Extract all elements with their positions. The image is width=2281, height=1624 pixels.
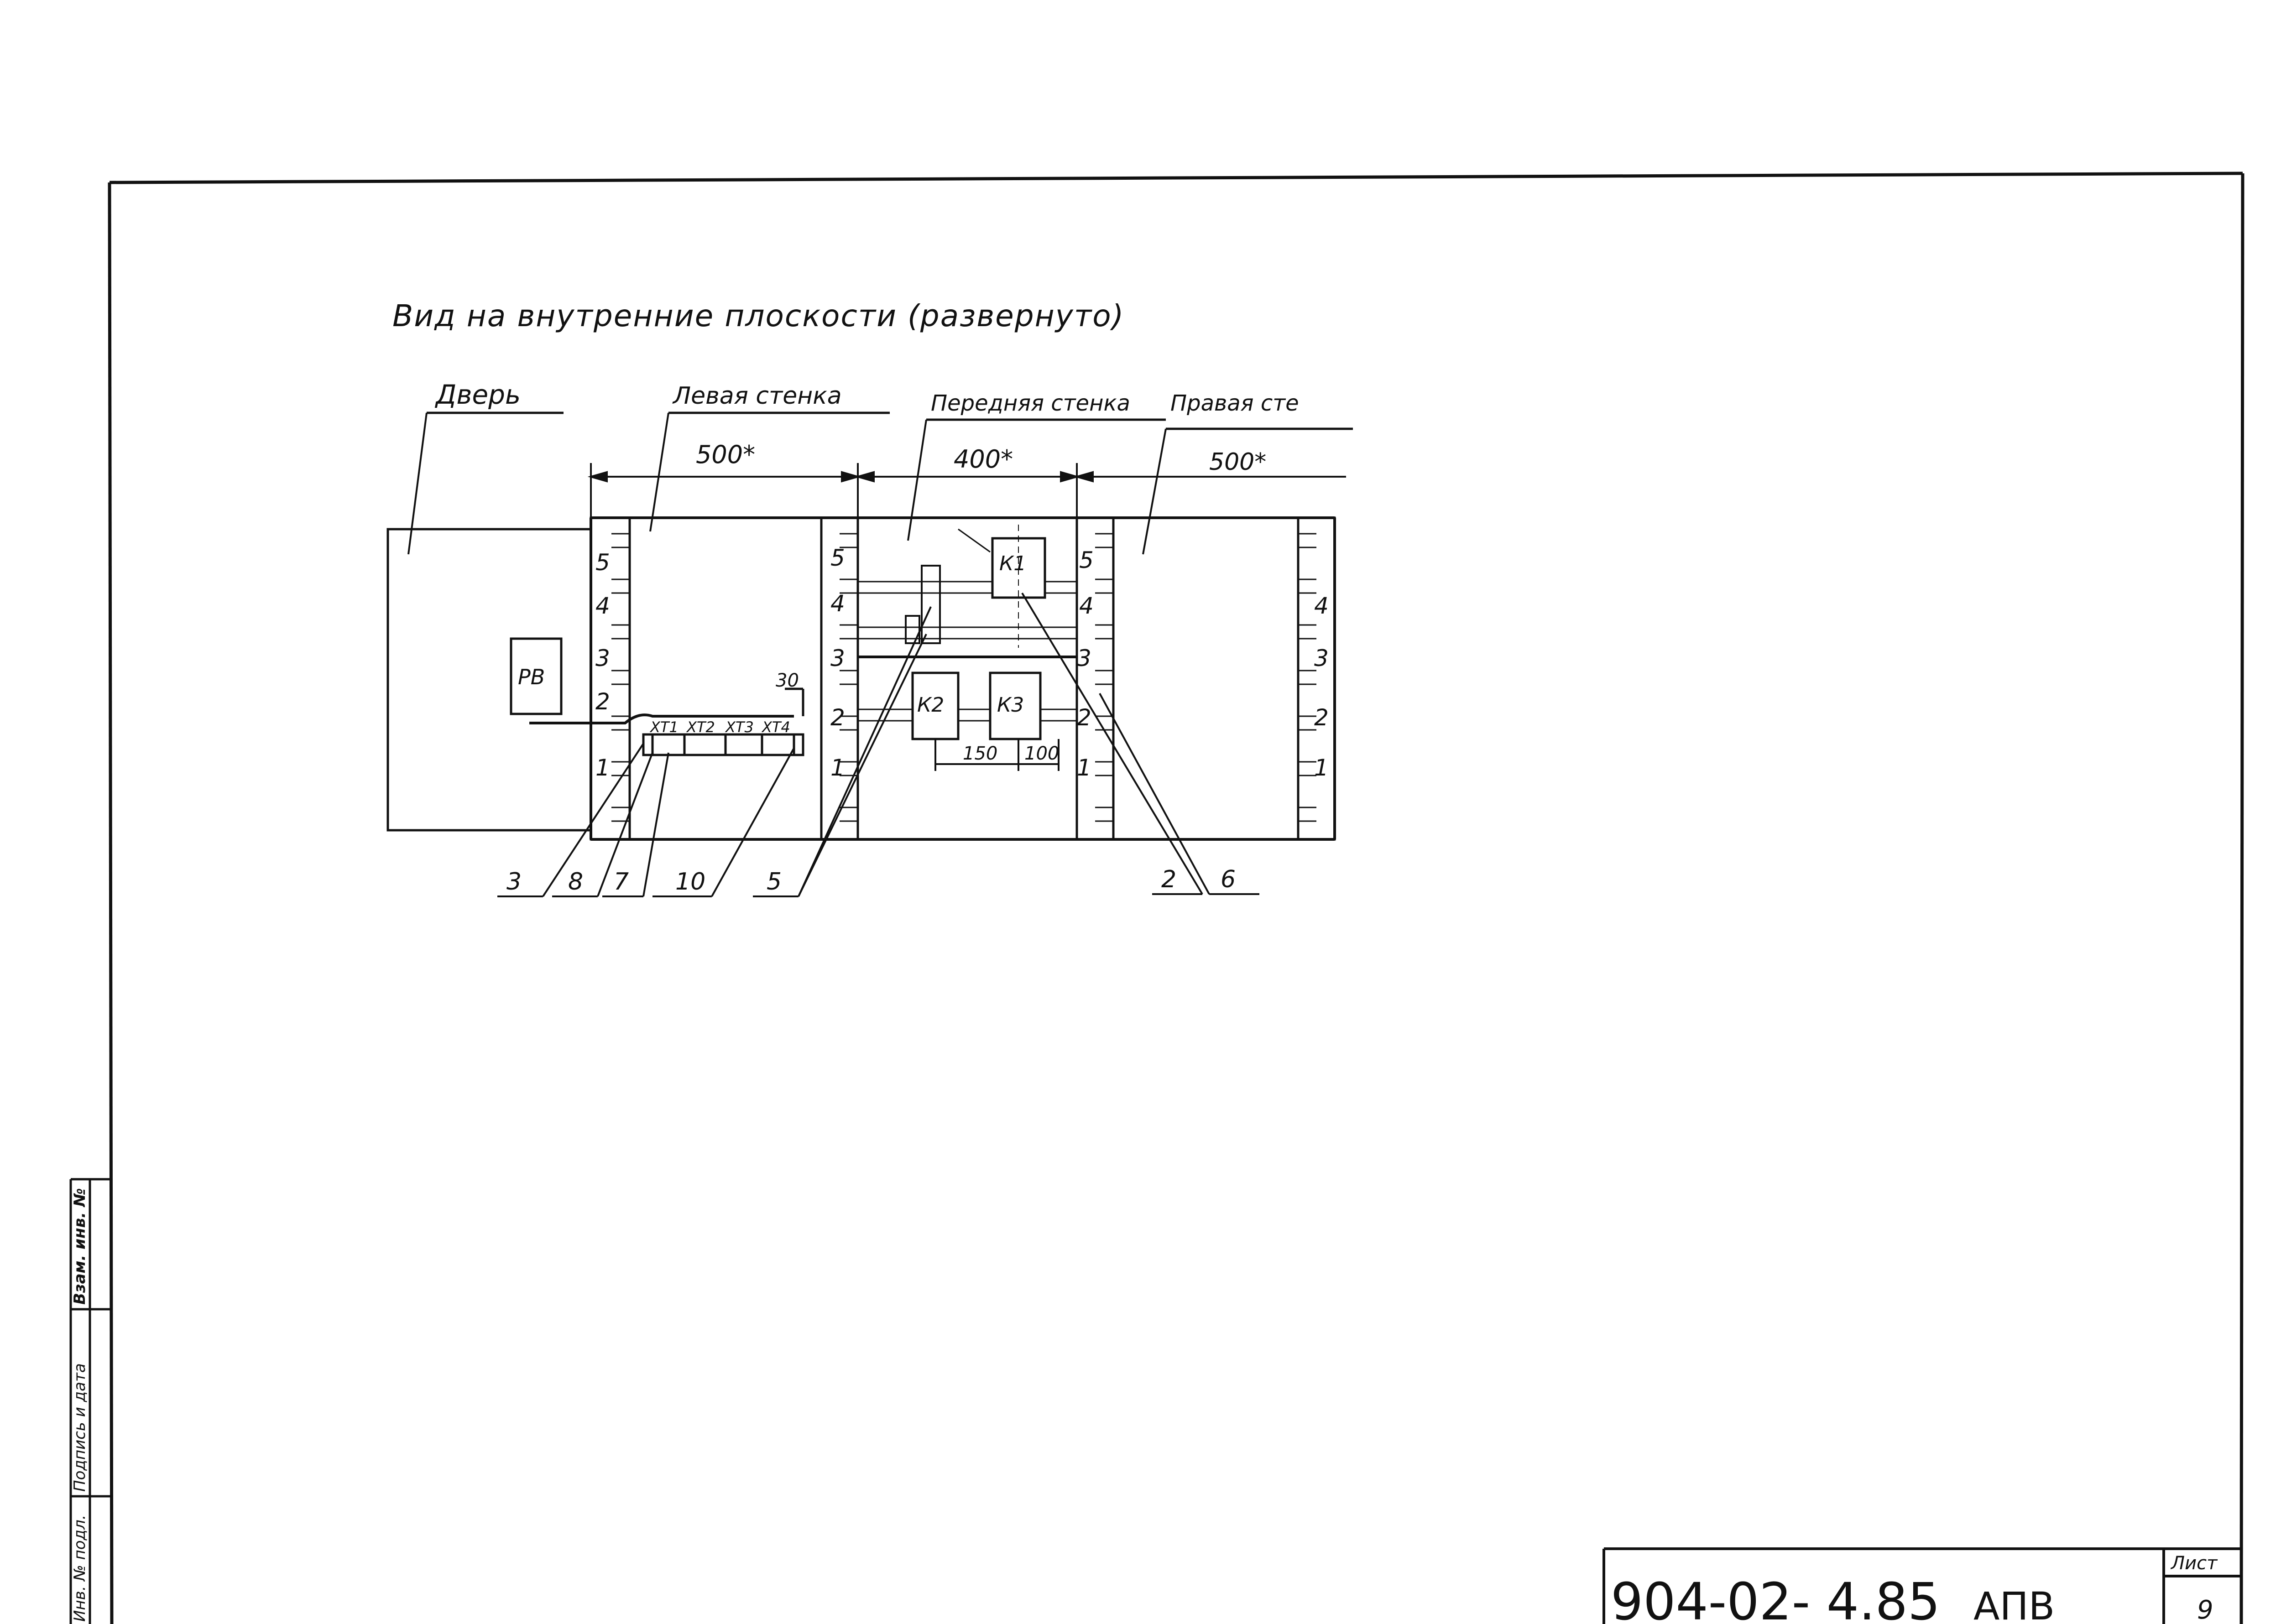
rail-b-level-4: 4 xyxy=(830,590,845,617)
rail-a-level-2: 2 xyxy=(595,688,610,715)
callout-10: 10 xyxy=(675,868,705,895)
dim-right-width: 500* xyxy=(1209,448,1266,476)
dimension-lines xyxy=(587,463,1346,518)
dim-k3-width: 100 xyxy=(1024,743,1059,764)
rail-d-level-3: 3 xyxy=(1314,645,1329,671)
sheet-number: 9 xyxy=(2197,1595,2213,1624)
callout-6: 6 xyxy=(1221,866,1236,893)
stamp-inv-no: Инв. № подл. xyxy=(71,1515,89,1622)
dim-left-width: 500* xyxy=(696,440,755,469)
title-block xyxy=(1602,1547,2243,1624)
view-title: Вид на внутренние плоскости (развернуто) xyxy=(392,298,1124,333)
stamp-replace-inv: Взам. инв. № xyxy=(71,1188,89,1305)
dim-k2-k3-spacing: 150 xyxy=(963,743,997,764)
rail-d-level-1: 1 xyxy=(1314,755,1329,781)
rail-b-level-5: 5 xyxy=(830,545,845,571)
callout-2: 2 xyxy=(1161,866,1176,893)
rail-left-wall-b xyxy=(820,516,859,841)
label-door: Дверь xyxy=(434,379,521,410)
sheet-frame xyxy=(108,172,2244,1624)
rail-ticks xyxy=(611,533,1316,822)
callout-7: 7 xyxy=(614,868,629,895)
sheet-label: Лист xyxy=(2170,1553,2218,1574)
rail-b-level-3: 3 xyxy=(830,645,845,671)
rail-a-level-3: 3 xyxy=(595,645,610,671)
callout-numbers: 3 8 7 10 5 2 6 xyxy=(506,866,1236,895)
stamp-signature-date: Подпись и дата xyxy=(71,1363,89,1492)
rail-left-wall-a xyxy=(590,516,631,841)
dim-front-width: 400* xyxy=(954,445,1013,474)
rail-b-level-2: 2 xyxy=(830,704,845,731)
rail-c-level-2: 2 xyxy=(1077,704,1091,731)
relay-k1-label: К1 xyxy=(999,552,1026,575)
relay-k3 xyxy=(989,671,1042,740)
rail-a-level-5: 5 xyxy=(595,549,610,576)
cabinet-outline xyxy=(590,516,1336,841)
rail-c-level-4: 4 xyxy=(1079,593,1094,619)
label-front-wall: Передняя стенка xyxy=(931,390,1130,416)
rb-label: РВ xyxy=(518,665,545,689)
rail-c-level-3: 3 xyxy=(1077,645,1091,671)
side-stamp xyxy=(69,1178,112,1624)
label-right-wall: Правая сте xyxy=(1170,390,1299,416)
callout-8: 8 xyxy=(568,868,583,895)
rail-d-level-4: 4 xyxy=(1314,593,1329,619)
terminal-labels: ХТ1 ХТ2 ХТ3 ХТ4 xyxy=(649,718,790,736)
rail-d-level-2: 2 xyxy=(1314,704,1329,731)
section-label-right-wall-group: Правая сте xyxy=(1142,390,1353,555)
label-left-wall: Левая стенка xyxy=(672,382,842,410)
relay-k2-label: К2 xyxy=(917,693,944,717)
rail-a-level-4: 4 xyxy=(595,593,610,619)
bracket-tall xyxy=(921,565,941,644)
rail-c-level-1: 1 xyxy=(1077,755,1091,781)
rail-right-wall-b xyxy=(1297,516,1336,841)
callout-leaders xyxy=(497,592,1259,897)
rail-a-level-1: 1 xyxy=(595,755,610,781)
rail-b-level-1: 1 xyxy=(830,755,845,781)
rail-right-wall-a xyxy=(1075,516,1115,841)
rail-numbers: 5 4 3 2 1 5 4 3 2 1 5 4 3 2 1 4 3 2 1 xyxy=(595,545,1329,781)
rb-box xyxy=(510,637,563,715)
terminal-xt4: ХТ4 xyxy=(761,718,790,736)
rail-c-level-5: 5 xyxy=(1079,547,1094,573)
callout-3: 3 xyxy=(506,868,522,895)
section-label-front-wall-group: Передняя стенка xyxy=(907,390,1166,541)
callout-5: 5 xyxy=(767,868,782,895)
document-suffix: АПВ xyxy=(1973,1584,2055,1624)
dim-offset-30: 30 xyxy=(776,670,799,691)
k-dimensions xyxy=(934,739,1060,771)
relay-k3-label: К3 xyxy=(997,693,1024,717)
section-label-door-group: Дверь xyxy=(407,379,564,555)
terminal-xt1: ХТ1 xyxy=(649,718,679,736)
terminal-xt3: ХТ3 xyxy=(725,718,754,736)
section-label-left-wall-group: Левая стенка xyxy=(649,382,890,532)
terminal-xt2: ХТ2 xyxy=(686,718,715,736)
document-code: 904-02- 4.85 xyxy=(1611,1572,1940,1624)
